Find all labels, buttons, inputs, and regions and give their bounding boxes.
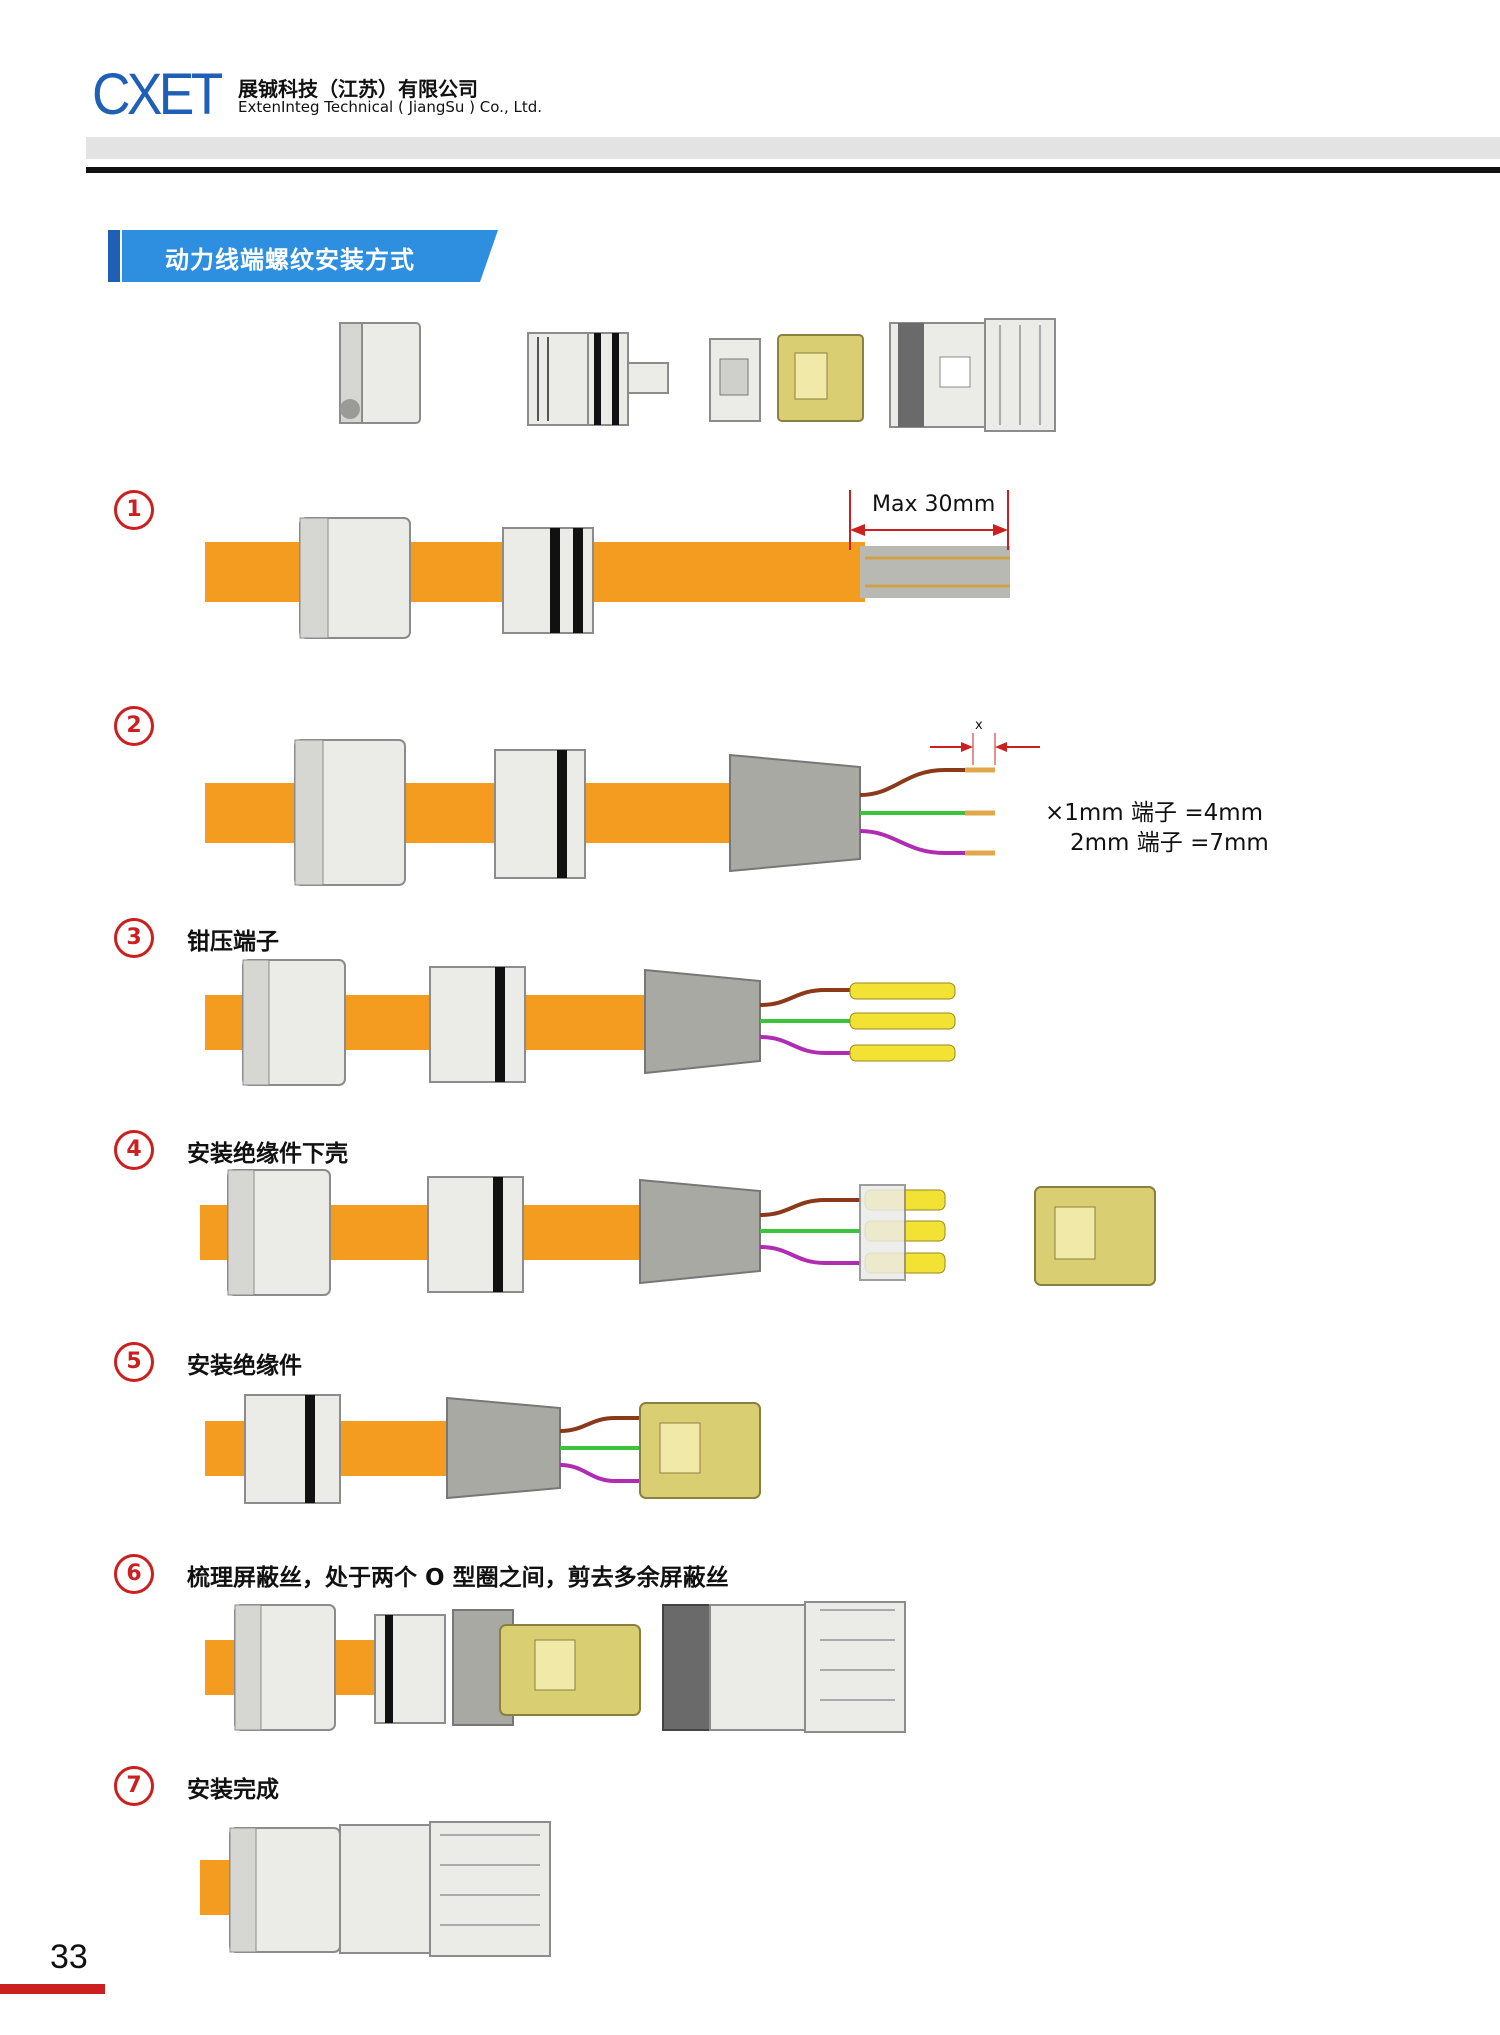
step-3-label: 钳压端子: [187, 929, 279, 955]
page-number-bar: [0, 1984, 105, 1994]
gland-part: [527, 332, 669, 426]
step-number-4: 4: [114, 1130, 154, 1170]
step-5-label: 安装绝缘件: [187, 1353, 302, 1379]
step-number-1: 1: [114, 490, 154, 530]
step-1-illustration: [205, 490, 1010, 639]
dimension-x-mark: x: [975, 718, 983, 733]
step-5-illustration: [205, 1394, 761, 1504]
step-number-2: 2: [114, 706, 154, 746]
insulator-lower-part: [709, 338, 761, 422]
parts-overview: [339, 318, 1056, 432]
section-title: 动力线端螺纹安装方式: [165, 246, 415, 274]
header-divider-grey: [86, 137, 1500, 159]
company-name-en: ExtenInteg Technical ( JiangSu ) Co., Lt…: [238, 98, 543, 116]
step-7-label: 安装完成: [187, 1777, 279, 1803]
max-length-annotation: Max 30mm: [872, 492, 996, 517]
step-number-6: 6: [114, 1554, 154, 1594]
step-4-illustration: [200, 1169, 1156, 1296]
company-logo: CXET: [92, 62, 223, 127]
housing-part: [889, 318, 1056, 432]
nut-part: [339, 322, 421, 424]
step-3-illustration: [205, 959, 956, 1086]
section-title-tag: [108, 230, 498, 282]
company-name-cn: 展铖科技（江苏）有限公司: [238, 77, 478, 101]
page-number: 33: [50, 1938, 88, 1976]
step-7-illustration: [200, 1821, 551, 1957]
header-divider-black: [86, 167, 1500, 173]
step-6-illustration: [205, 1601, 906, 1733]
insulator-part: [777, 334, 864, 422]
terminal-note-2: 2mm 端子 =7mm: [1070, 830, 1269, 856]
step-2-illustration: [205, 733, 1040, 886]
step-number-7: 7: [114, 1766, 154, 1806]
step-6-label: 梳理屏蔽丝，处于两个 O 型圈之间，剪去多余屏蔽丝: [187, 1565, 729, 1591]
step-4-label: 安装绝缘件下壳: [187, 1141, 348, 1167]
step-number-5: 5: [114, 1342, 154, 1382]
step-number-3: 3: [114, 918, 154, 958]
terminal-note-1: ×1mm 端子 =4mm: [1045, 800, 1264, 826]
